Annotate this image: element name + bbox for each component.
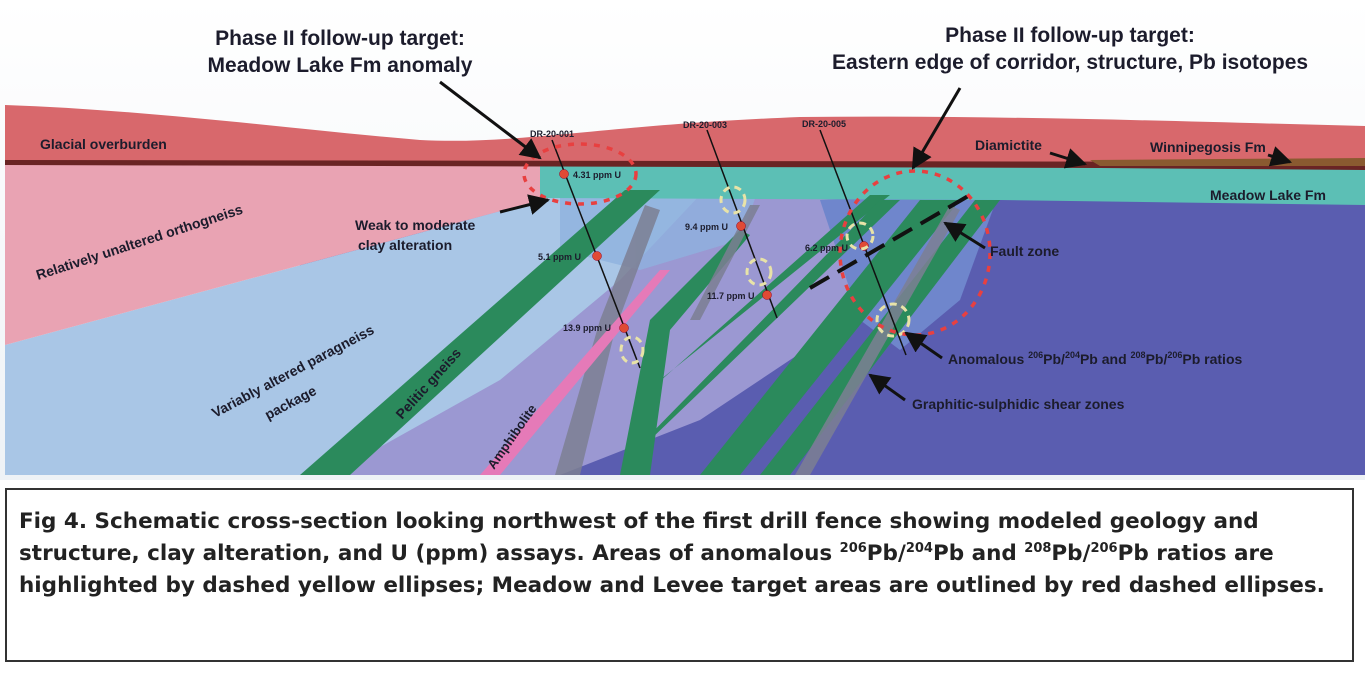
label-pelitic-gneiss: Pelitic gneiss: [392, 345, 464, 422]
label-glacial-overburden: Glacial overburden: [40, 136, 167, 152]
paragneiss-unit: [5, 195, 700, 475]
drillhole-label: DR-20-003: [683, 120, 727, 130]
assay-label: 5.1 ppm U: [538, 252, 581, 262]
label-amphibolite: Amphibolite: [484, 402, 539, 472]
assay-label: 4.31 ppm U: [573, 170, 621, 180]
label-meadow-lake: Meadow Lake Fm: [1210, 187, 1326, 203]
left-target-subtitle: Meadow Lake Fm anomaly: [208, 54, 473, 77]
meadow-lake-band: [540, 165, 1365, 205]
left-target-title: Phase II follow-up target:: [215, 27, 465, 50]
label-winnipegosis: Winnipegosis Fm: [1150, 139, 1266, 155]
label-anomalous-pb: Anomalous 206Pb/204Pb and 208Pb/206Pb ra…: [948, 350, 1242, 367]
assay-label: 6.2 ppm U: [805, 243, 848, 253]
pb-anomaly-ellipses: [619, 185, 911, 365]
drillhole-label: DR-20-005: [802, 119, 846, 129]
label-fault-zone: Fault zone: [990, 243, 1059, 259]
assay-label: 13.9 ppm U: [563, 323, 611, 333]
assay-label: 11.7 ppm U: [707, 291, 755, 301]
target-ellipses: [522, 142, 992, 337]
annotation-arrows: [439, 80, 1293, 402]
drillhole-label: DR-20-001: [530, 129, 574, 139]
glacial-overburden: [5, 105, 1365, 165]
diamictite-layer: [1090, 158, 1365, 166]
winnipegosis-line: [5, 160, 1365, 170]
orthogneiss-unit: [5, 160, 560, 345]
figure-caption: Fig 4. Schematic cross-section looking n…: [5, 488, 1354, 662]
label-shear-zones: Graphitic-sulphidic shear zones: [912, 396, 1125, 412]
label-diamictite: Diamictite: [975, 137, 1042, 153]
label-orthogneiss: Relatively unaltered orthogneiss: [34, 201, 245, 283]
right-target-title: Phase II follow-up target:: [945, 24, 1195, 47]
assay-label: 9.4 ppm U: [685, 222, 728, 232]
label-clay-2: clay alteration: [358, 237, 452, 253]
right-target-subtitle: Eastern edge of corridor, structure, Pb …: [832, 51, 1308, 74]
label-clay-1: Weak to moderate: [355, 217, 476, 233]
